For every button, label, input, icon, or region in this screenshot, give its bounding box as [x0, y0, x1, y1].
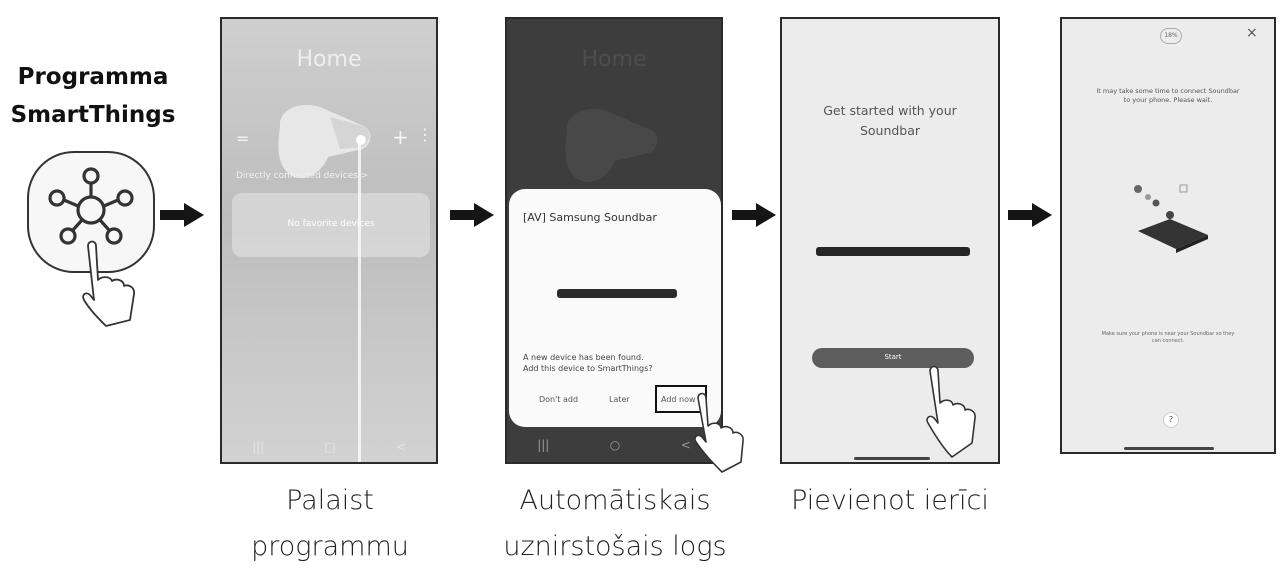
caption-line2: uznirstošais logs — [503, 531, 727, 562]
title-line1: Get started with your — [823, 103, 957, 118]
caption-line1: Palaist — [286, 485, 374, 516]
intro-title-line2: SmartThings — [10, 102, 176, 128]
recent-apps-icon[interactable]: ||| — [537, 438, 550, 452]
soundbar-illustration — [557, 289, 677, 298]
smartthings-app-icon[interactable] — [26, 150, 158, 328]
add-icon[interactable]: + — [392, 125, 409, 149]
home-indicator — [1124, 447, 1214, 450]
popup-message: A new device has been found. Add this de… — [523, 352, 653, 374]
phone-connect-illustration — [1134, 184, 1208, 253]
intro-title-line1: Programma — [17, 64, 169, 90]
arrow-right-icon — [160, 203, 204, 227]
screen-title: Get started with your Soundbar — [782, 101, 998, 141]
page-indicator-dot — [356, 135, 366, 145]
device-found-popup: [AV] Samsung Soundbar A new device has b… — [509, 189, 721, 427]
section-label[interactable]: Directly connected devices > — [236, 171, 369, 181]
phone-screen-get-started: Get started with your Soundbar Start — [780, 17, 1000, 464]
intro-title: Programma SmartThings — [4, 58, 182, 134]
back-icon[interactable]: < — [395, 440, 406, 454]
phone-screen-home: Home = + ⋮ Directly connected devices > … — [220, 17, 438, 464]
phone-screen-connecting: 18% × It may take some time to connect S… — [1060, 17, 1276, 454]
footer-line1: Make sure your phone is near your Soundb… — [1101, 331, 1235, 337]
home-nav-icon[interactable]: □ — [324, 440, 336, 454]
caption-line1: Automātiskais — [519, 485, 711, 516]
arrow-right-icon — [450, 203, 494, 227]
screen-title: Home — [296, 47, 362, 72]
title-line2: Soundbar — [859, 123, 921, 138]
soundbar-illustration — [816, 247, 970, 256]
help-icon[interactable]: ? — [1163, 412, 1179, 428]
home-indicator — [854, 457, 930, 460]
tapping-hand-icon — [694, 392, 744, 473]
step-caption: Automātiskais uznirstošais logs — [490, 478, 740, 568]
arrow-right-icon — [1008, 203, 1052, 227]
lamp-illustration — [565, 109, 658, 183]
step-caption: Pievienot ierīci — [770, 478, 1010, 524]
caption-line2: programmu — [251, 531, 409, 562]
scroll-indicator — [358, 139, 361, 462]
background-title: Home — [581, 47, 647, 72]
dont-add-button[interactable]: Don't add — [539, 395, 579, 404]
favorite-devices-card[interactable]: No favorite devices — [232, 193, 430, 257]
popup-message-line2: Add this device to SmartThings? — [523, 364, 653, 373]
start-button-label: Start — [884, 353, 902, 361]
navigation-bar: ||| □ < — [222, 440, 436, 454]
step-caption: Palaist programmu — [215, 478, 445, 568]
tapping-hand-icon — [926, 365, 976, 458]
add-now-button[interactable]: Add now — [661, 395, 696, 404]
footer-note: Make sure your phone is near your Soundb… — [1062, 331, 1274, 345]
home-nav-icon[interactable]: ○ — [609, 438, 621, 452]
connecting-message: It may take some time to connect Soundba… — [1062, 87, 1274, 105]
later-button[interactable]: Later — [609, 395, 630, 404]
caption-line1: Pievienot ierīci — [791, 485, 989, 516]
arrow-right-icon — [732, 203, 776, 227]
recent-apps-icon[interactable]: ||| — [252, 440, 265, 454]
progress-badge: 18% — [1160, 28, 1182, 44]
popup-title: [AV] Samsung Soundbar — [523, 211, 657, 224]
popup-message-line1: A new device has been found. — [523, 353, 644, 362]
footer-line2: can connect. — [1151, 338, 1185, 344]
back-icon[interactable]: < — [680, 438, 691, 452]
menu-icon[interactable]: = — [236, 129, 250, 148]
message-line2: to your phone. Please wait. — [1123, 96, 1213, 104]
phone-screen-popup: Home [AV] Samsung Soundbar A new device … — [505, 17, 723, 464]
start-button[interactable]: Start — [812, 348, 974, 368]
message-line1: It may take some time to connect Soundba… — [1096, 87, 1240, 95]
more-options-icon[interactable]: ⋮ — [417, 125, 433, 144]
card-text: No favorite devices — [287, 219, 375, 229]
navigation-bar: ||| ○ < — [507, 438, 721, 452]
close-icon[interactable]: × — [1246, 25, 1258, 41]
